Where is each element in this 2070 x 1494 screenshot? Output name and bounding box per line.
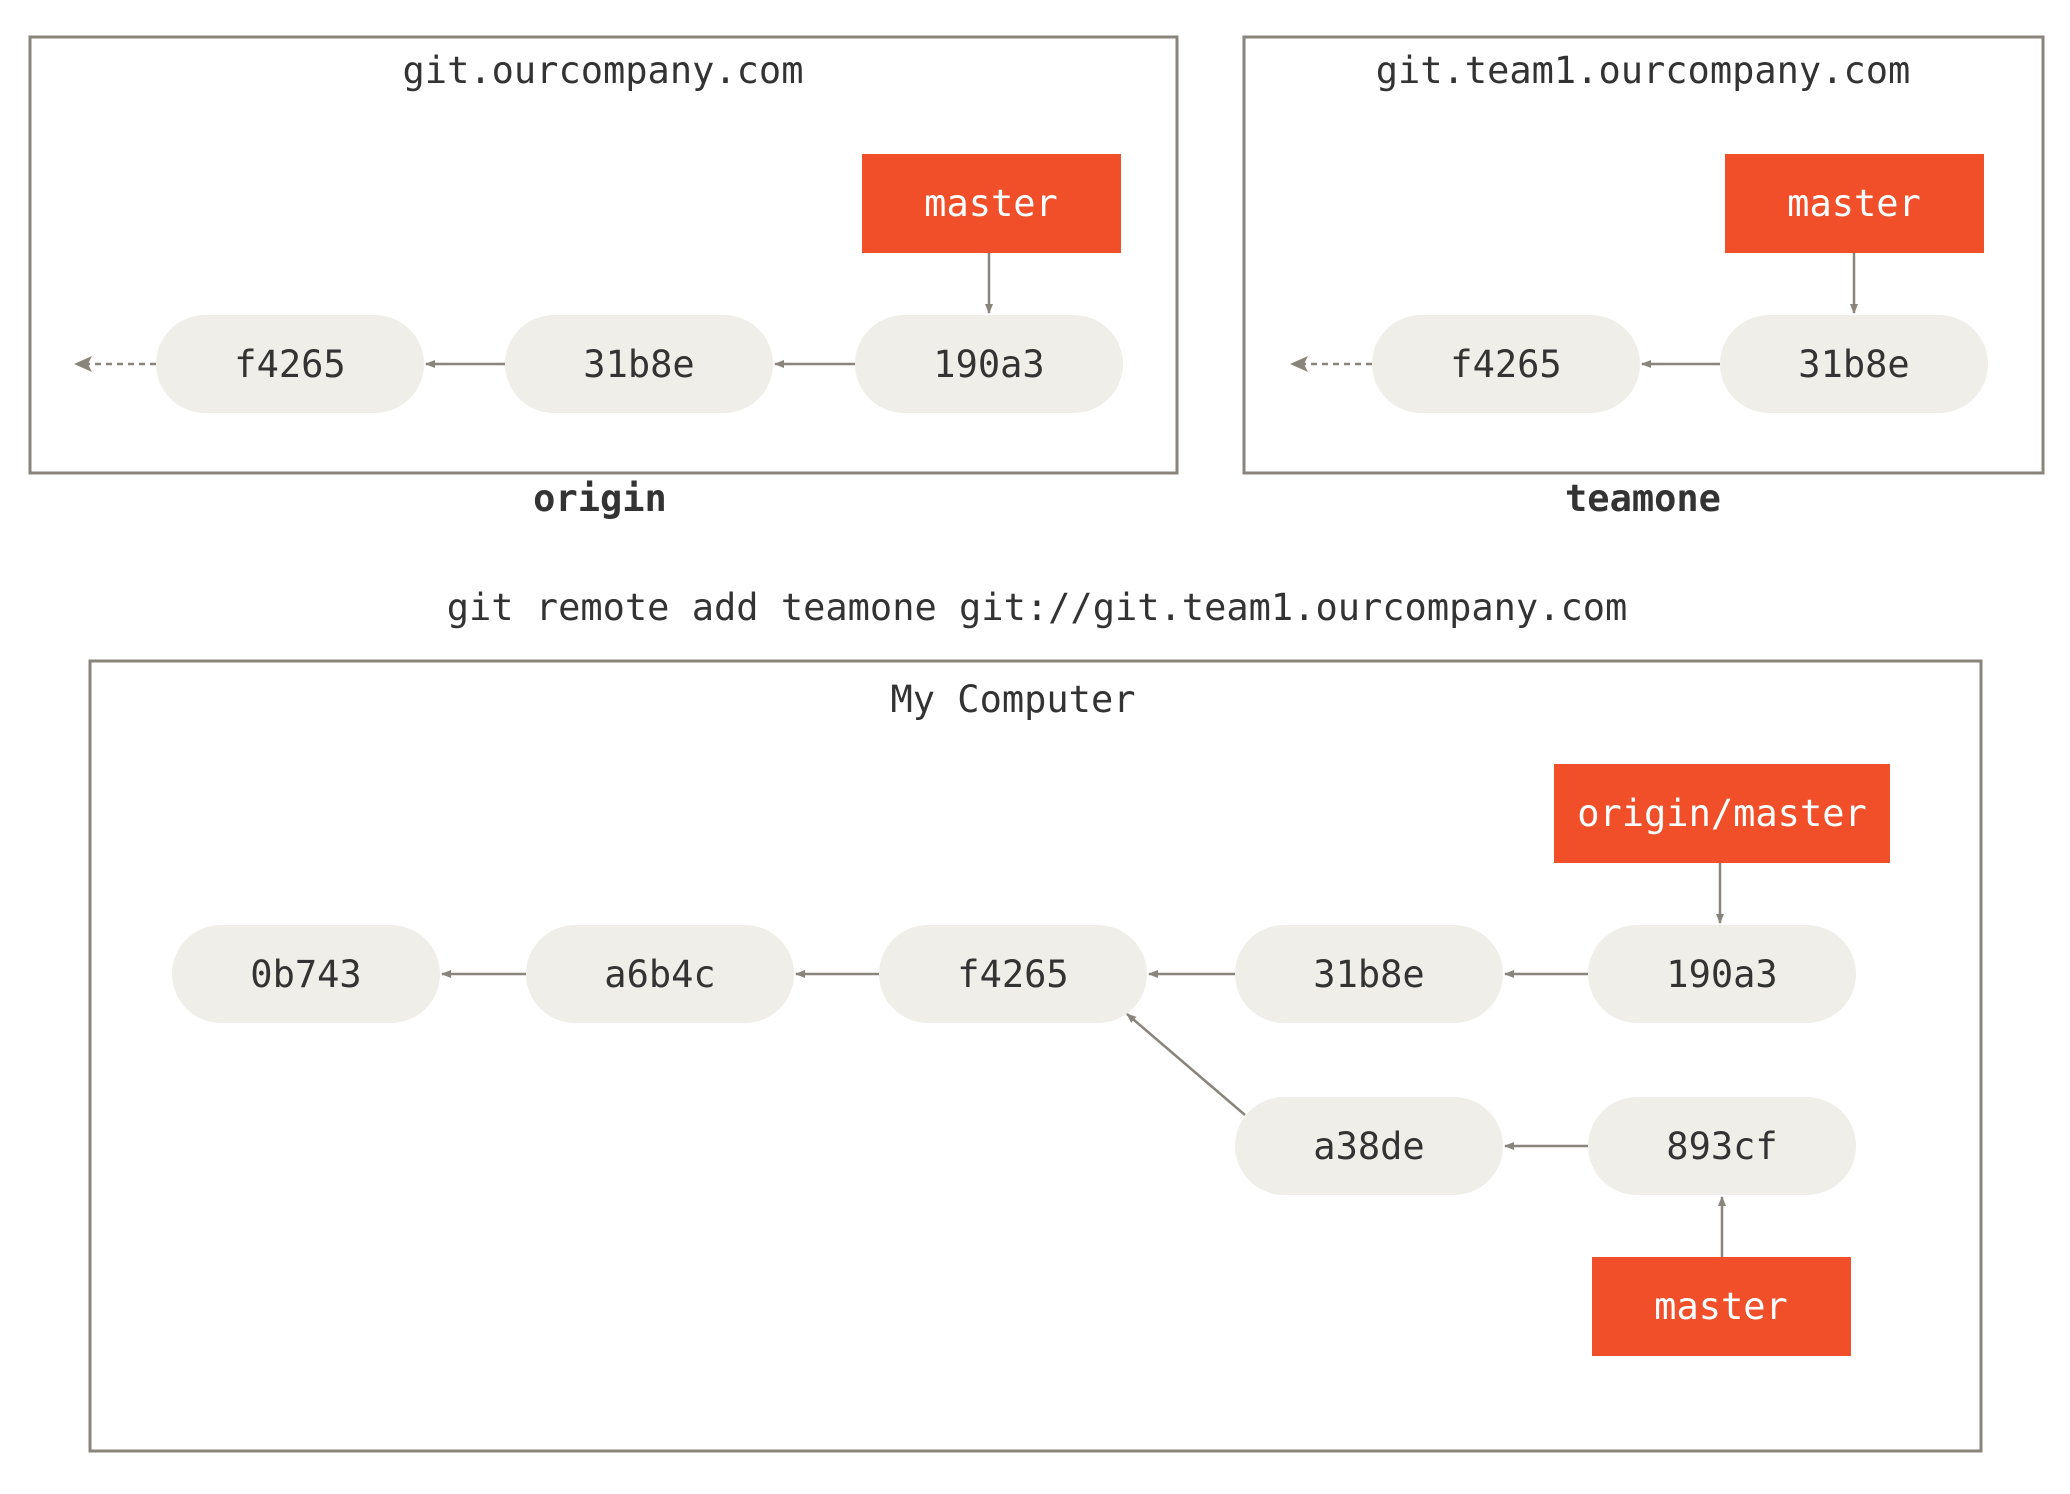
commit-pill [855, 315, 1123, 413]
commit-pill [526, 925, 794, 1023]
commit-pill [156, 315, 424, 413]
origin-remote-name: origin [533, 477, 667, 520]
remote-branch-name: origin/master [1577, 792, 1867, 835]
commit[interactable]: f4265 [1372, 315, 1640, 413]
branch-label[interactable]: master [1725, 154, 1984, 253]
commit-hash: 31b8e [583, 343, 694, 386]
origin-history-tail-arrow [74, 356, 92, 372]
commit-hash: f4265 [957, 953, 1068, 996]
commit-hash: 31b8e [1798, 343, 1909, 386]
commit-pill [1235, 1097, 1503, 1195]
branch-label[interactable]: master [862, 154, 1121, 253]
local-computer-title: My Computer [890, 678, 1135, 721]
commit-pill [1372, 315, 1640, 413]
commit[interactable]: 190a3 [1588, 925, 1856, 1023]
branch-name: master [924, 182, 1058, 225]
commit-pill [505, 315, 773, 413]
remote-branch-box [1554, 764, 1890, 863]
commit-hash: f4265 [1450, 343, 1561, 386]
commit-hash: f4265 [234, 343, 345, 386]
commit[interactable]: 893cf [1588, 1097, 1856, 1195]
commit-pill [172, 925, 440, 1023]
commit-pill [1720, 315, 1988, 413]
teamone-remote-name: teamone [1565, 477, 1721, 520]
commit-hash: a6b4c [604, 953, 715, 996]
branch-name: master [1787, 182, 1921, 225]
commit[interactable]: a38de [1235, 1097, 1503, 1195]
commit-hash: 0b743 [250, 953, 361, 996]
commit[interactable]: 31b8e [505, 315, 773, 413]
parent-arrow [1126, 1013, 1246, 1116]
origin-host-label: git.ourcompany.com [403, 49, 804, 92]
commit[interactable]: 31b8e [1235, 925, 1503, 1023]
commit-pill [1235, 925, 1503, 1023]
commit[interactable]: 190a3 [855, 315, 1123, 413]
branch-label[interactable]: master [1592, 1257, 1851, 1356]
commit[interactable]: f4265 [156, 315, 424, 413]
teamone-host-label: git.team1.ourcompany.com [1376, 49, 1911, 92]
commit-pill [879, 925, 1147, 1023]
branch-box [1592, 1257, 1851, 1356]
git-command: git remote add teamone git://git.team1.o… [447, 586, 1628, 629]
commit-hash: 31b8e [1313, 953, 1424, 996]
branch-name: master [1654, 1285, 1788, 1328]
commit[interactable]: 0b743 [172, 925, 440, 1023]
teamone-history-tail-arrow [1290, 356, 1308, 372]
commit-pill [1588, 925, 1856, 1023]
commit[interactable]: f4265 [879, 925, 1147, 1023]
local-computer-box [88, 659, 1983, 1453]
remote-branch-label[interactable]: origin/master [1554, 764, 1890, 863]
commit[interactable]: 31b8e [1720, 315, 1988, 413]
commit-hash: 893cf [1666, 1125, 1777, 1168]
branch-box [862, 154, 1121, 253]
commit-hash: 190a3 [1666, 953, 1777, 996]
local-computer: My Computer 0b743 a6b4c f4265 31b8e 190a… [88, 659, 1983, 1453]
teamone-server: git.team1.ourcompany.com f4265 31b8e mas… [1242, 35, 2045, 520]
origin-server-box [28, 35, 1179, 475]
commit[interactable]: a6b4c [526, 925, 794, 1023]
teamone-server-box [1242, 35, 2045, 475]
commit-pill [1588, 1097, 1856, 1195]
commit-hash: a38de [1313, 1125, 1424, 1168]
branch-box [1725, 154, 1984, 253]
commit-hash: 190a3 [933, 343, 1044, 386]
origin-server: git.ourcompany.com f4265 31b8e 190a3 mas… [28, 35, 1179, 520]
